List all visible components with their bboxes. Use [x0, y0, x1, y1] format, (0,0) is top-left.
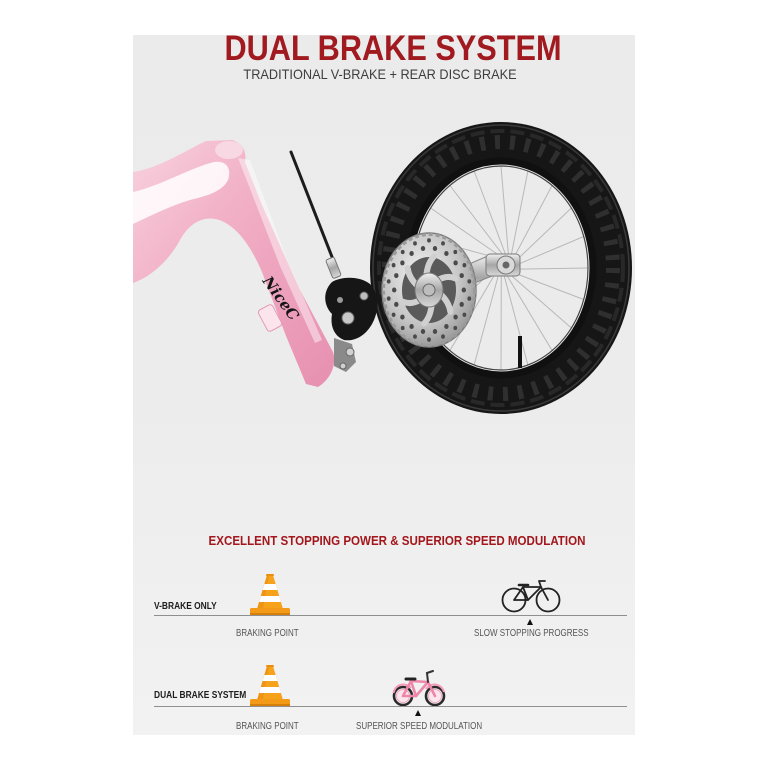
spoke — [500, 165, 510, 259]
pink-kids-bike-icon — [392, 670, 446, 706]
rotor-hole — [441, 334, 445, 339]
page-subtitle: TRADITIONAL V-BRAKE + REAR DISC BRAKE — [243, 66, 517, 82]
up-triangle-icon — [527, 619, 533, 625]
product-photo: NiceC — [133, 122, 632, 414]
spoke — [511, 185, 553, 263]
rotor-holes — [386, 238, 472, 342]
rotor-hole — [413, 334, 417, 339]
spoke — [511, 236, 584, 268]
rotor-hole — [394, 273, 399, 279]
spoke — [505, 272, 553, 351]
rotor-hole — [444, 250, 449, 257]
valve-stem — [518, 336, 522, 368]
rotor-hole — [432, 245, 438, 252]
rotor-hole — [453, 325, 458, 331]
rotor-hole — [427, 337, 431, 342]
disc-rotor — [381, 232, 477, 348]
spoke — [509, 170, 529, 260]
stopping-caption: SLOW STOPPING PROGRESS — [474, 628, 589, 639]
rotor-hole — [420, 245, 426, 252]
spoke — [473, 170, 508, 258]
rotor-hole — [453, 314, 458, 320]
v-brake-caliper — [325, 277, 378, 372]
tire-tread — [382, 135, 620, 401]
row-label-v-brake: V-BRAKE ONLY — [154, 601, 217, 612]
rotor-hole — [400, 325, 405, 331]
up-triangle-icon — [415, 710, 421, 716]
rotor-hole — [427, 238, 431, 243]
rotor-hole — [467, 296, 472, 301]
rotor-hole — [400, 249, 405, 255]
baseline-rule — [154, 706, 627, 707]
rotor-hole — [441, 241, 445, 246]
spoke — [430, 207, 503, 259]
rotor-hole — [409, 323, 414, 330]
bicycle-outline-icon — [501, 580, 561, 613]
rotor-hole — [453, 260, 458, 266]
spoke — [507, 272, 572, 329]
rotor-hole — [459, 273, 464, 279]
traffic-cone-icon — [250, 665, 290, 706]
spoke — [473, 270, 501, 366]
spoke — [502, 272, 529, 366]
rotor-hole — [394, 301, 399, 307]
rotor-hole — [386, 296, 391, 301]
rotor-hole — [400, 314, 405, 320]
rotor-hole — [467, 279, 472, 284]
spoke — [449, 267, 499, 351]
rotor-hole — [420, 328, 426, 335]
spoke — [509, 270, 584, 300]
rotor-hole — [400, 260, 405, 266]
rotor-hole — [391, 263, 396, 268]
baseline-rule — [154, 615, 627, 616]
rotor-hole — [413, 241, 417, 246]
rotor-hole — [459, 301, 464, 307]
rotor-hole — [409, 250, 414, 257]
rotor-hole — [462, 312, 467, 317]
bike-frame: NiceC — [133, 140, 335, 387]
traffic-cone-icon — [250, 574, 290, 615]
hub — [485, 253, 521, 277]
rotor-hole — [462, 263, 467, 268]
spoke — [511, 207, 572, 265]
rotor-hole — [391, 312, 396, 317]
rotor-hole — [432, 328, 438, 335]
spoke — [510, 267, 589, 270]
spoke — [449, 185, 505, 258]
rotor-hole — [386, 279, 391, 284]
rotor-hole — [444, 323, 449, 330]
rotor-hole — [453, 249, 458, 255]
modulation-caption: SUPERIOR SPEED MODULATION — [356, 721, 483, 732]
braking-point-caption: BRAKING POINT — [236, 721, 299, 732]
braking-point-caption: BRAKING POINT — [236, 628, 299, 639]
brake-cable — [289, 150, 342, 279]
rotor-hole — [392, 287, 397, 293]
page-title: DUAL BRAKE SYSTEM — [224, 29, 562, 68]
comparison-headline: EXCELLENT STOPPING POWER & SUPERIOR SPEE… — [208, 533, 586, 548]
row-label-dual-brake: DUAL BRAKE SYSTEM — [154, 690, 247, 701]
rotor-hole — [461, 287, 466, 293]
